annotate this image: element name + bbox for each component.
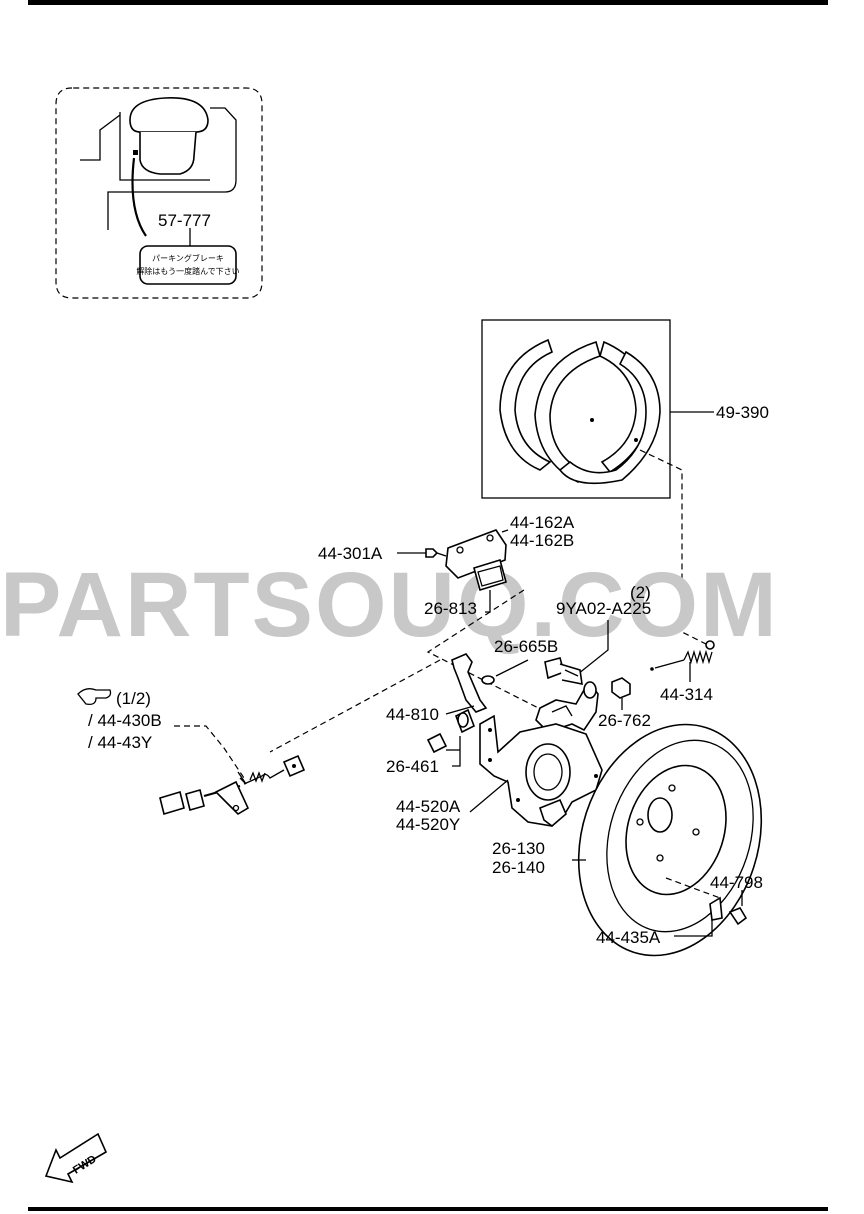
- spring-44-314: 44-314: [650, 640, 715, 704]
- nut-26-762: 26-762: [598, 677, 651, 730]
- backing-plate-44-520: 44-520A 44-520Y: [396, 714, 603, 834]
- leader-shoe-to-spring: [639, 449, 709, 646]
- bottom-rule: [28, 1207, 828, 1211]
- label-44-810: 44-810: [386, 705, 439, 724]
- label-44-430B: / 44-430B: [88, 711, 162, 730]
- label-ref-1-2: (1/2): [116, 689, 151, 708]
- label-44-520A: 44-520A: [396, 797, 461, 816]
- label-57-777: 57-777: [158, 211, 211, 230]
- label-44-798: 44-798: [710, 873, 763, 892]
- parking-brake-cable-44-430B: (1/2) / 44-430B / 44-43Y: [77, 688, 306, 816]
- watermark-text: PARTSOUQ.COM: [0, 554, 779, 656]
- label-qty-2: (2): [630, 583, 651, 602]
- guide-line-cable: [269, 659, 441, 753]
- label-26-813: 26-813: [424, 599, 477, 618]
- label-44-43Y: / 44-43Y: [88, 733, 152, 752]
- label-44-314: 44-314: [660, 685, 713, 704]
- brake-shoe-set: 49-390: [481, 319, 769, 499]
- label-26-762: 26-762: [598, 711, 651, 730]
- bushing-26-461: 26-461: [386, 708, 476, 776]
- brake-disc-26-130: 26-130 26-140: [492, 723, 763, 957]
- lever-44-810: 26-665B 44-810: [386, 637, 558, 724]
- bolt-44-798-and-plug-44-435A: 44-798 44-435A: [596, 873, 763, 947]
- label-44-435A: 44-435A: [596, 928, 661, 947]
- screw-44-301A: 44-301A: [318, 544, 447, 563]
- bolt-9YA02-A225: (2) 9YA02-A225: [544, 583, 651, 686]
- adjuster-plate-44-162: 44-162A 44-162B: [445, 513, 575, 592]
- inset-parking-brake-sticker: パーキングブレーキ 解除はもう一度踏んで下さい 57-777: [55, 87, 263, 299]
- label-44-162B: 44-162B: [510, 531, 574, 550]
- sticker-label-plate: [139, 245, 237, 285]
- label-44-162A: 44-162A: [510, 513, 575, 532]
- label-44-520Y: 44-520Y: [396, 815, 460, 834]
- top-rule: [28, 0, 828, 5]
- label-26-461: 26-461: [386, 757, 439, 776]
- fwd-arrow-icon: FWD: [44, 1132, 108, 1184]
- anchor-bracket: [535, 681, 599, 733]
- guide-line-upper: [426, 589, 563, 721]
- sticker-line-2: 解除はもう一度踏んで下さい: [136, 266, 239, 276]
- sticker-line-1: パーキングブレーキ: [152, 253, 224, 263]
- pointing-hand-icon: [77, 688, 112, 706]
- label-49-390: 49-390: [716, 403, 769, 422]
- label-44-301A: 44-301A: [318, 544, 383, 563]
- label-26-665B: 26-665B: [494, 637, 558, 656]
- label-26-140: 26-140: [492, 858, 545, 877]
- label-26-130: 26-130: [492, 839, 545, 858]
- label-9YA02-A225: 9YA02-A225: [556, 599, 651, 618]
